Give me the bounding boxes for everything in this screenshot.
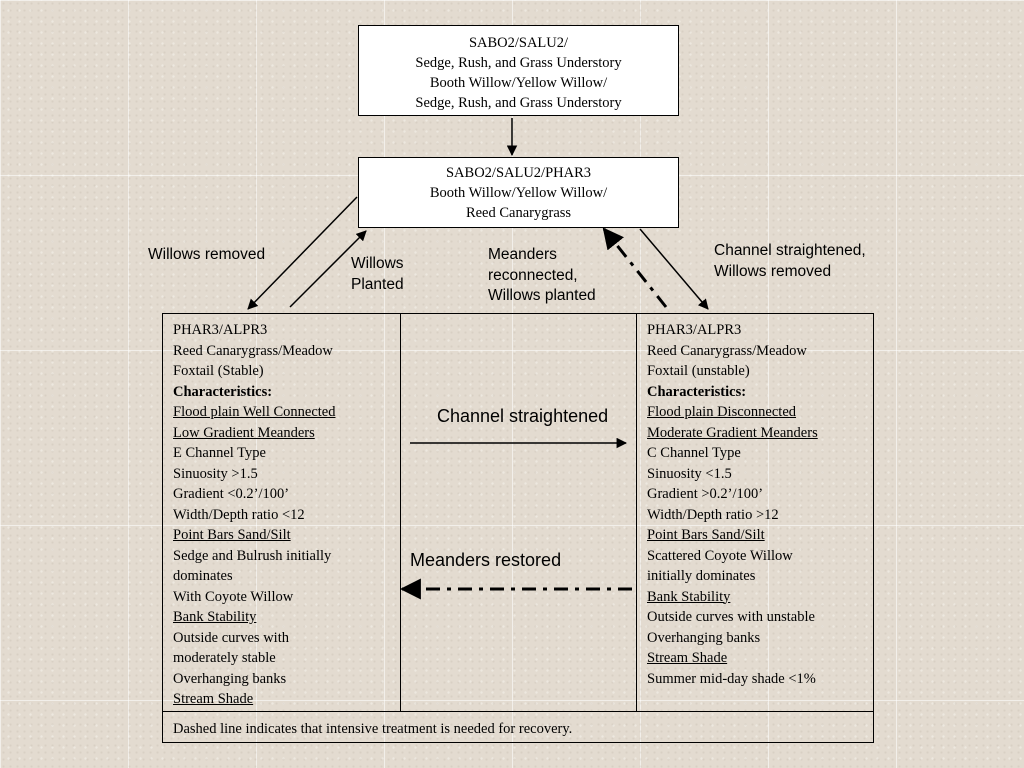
- state-characteristic-line: Sedge and Bulrush initially: [173, 547, 332, 564]
- label-channel-straightened: Channel straightened: [437, 406, 609, 426]
- label-meanders-reconnected: Meanders reconnected, Willows planted: [488, 245, 596, 307]
- state-characteristic-line: Overhanging banks: [647, 629, 761, 646]
- arrow-meanders-reconnected: [602, 227, 668, 308]
- state-characteristic-line: Flood plain Well Connected: [173, 404, 336, 420]
- label-willows-removed: Willows removed: [148, 246, 266, 263]
- state-characteristic-line: Characteristics:: [647, 383, 747, 400]
- state-characteristic-line: Moderate Gradient Meanders: [647, 424, 818, 441]
- top-box-line: Sedge, Rush, and Grass Understory: [415, 55, 622, 71]
- top-box-line: Booth Willow/Yellow Willow/: [429, 75, 608, 91]
- state-characteristic-line: C Channel Type: [647, 445, 741, 461]
- state-box-middle: SABO2/SALU2/PHAR3 Booth Willow/Yellow Wi…: [358, 157, 679, 228]
- state-characteristic-line: Bank Stability: [173, 609, 257, 625]
- state-box-top: SABO2/SALU2/ Sedge, Rush, and Grass Unde…: [358, 25, 679, 116]
- state-characteristic-line: Reed Canarygrass/Meadow: [173, 342, 333, 359]
- state-characteristic-line: Scattered Coyote Willow: [647, 547, 793, 564]
- state-characteristic-line: PHAR3/ALPR3: [173, 322, 268, 338]
- state-characteristic-line: Stream Shade: [173, 691, 254, 707]
- label-line: Channel straightened,: [714, 242, 866, 259]
- state-characteristic-line: Summer mid-day shade <1%: [647, 670, 816, 687]
- state-characteristic-line: Flood plain Disconnected: [647, 404, 797, 420]
- state-characteristic-line: moderately stable: [173, 650, 276, 666]
- state-characteristic-line: Sinuosity >1.5: [173, 465, 258, 482]
- state-characteristic-line: initially dominates: [647, 568, 756, 584]
- state-characteristic-line: With Coyote Willow: [173, 588, 294, 605]
- label-line: reconnected,: [488, 266, 578, 284]
- state-characteristic-line: Gradient >0.2’/100’: [647, 486, 764, 502]
- state-characteristic-line: Width/Depth ratio <12: [173, 506, 305, 523]
- label-meanders-restored: Meanders restored: [410, 550, 562, 570]
- top-box-line: Sedge, Rush, and Grass Understory: [415, 95, 622, 111]
- state-characteristic-line: Outside curves with unstable: [647, 609, 815, 625]
- arrow-channel-straightened-removed: [639, 228, 709, 310]
- state-characteristic-line: Stream Shade: [647, 650, 728, 666]
- label-line: Planted: [351, 275, 404, 293]
- label-line: Meanders: [488, 246, 557, 263]
- mid-box-line: Reed Canarygrass: [465, 205, 572, 221]
- label-channel-straightened-willows-removed: Channel straightened, Willows removed: [714, 241, 866, 282]
- state-characteristic-line: Characteristics:: [173, 383, 273, 400]
- state-characteristic-line: Point Bars Sand/Silt: [173, 527, 291, 543]
- table-divider: [636, 314, 637, 711]
- state-characteristic-line: Width/Depth ratio >12: [647, 506, 779, 523]
- state-characteristic-line: Bank Stability: [647, 588, 731, 605]
- state-characteristic-line: Foxtail (Stable): [173, 363, 264, 379]
- state-characteristic-line: Foxtail (unstable): [647, 363, 750, 379]
- footnote: Dashed line indicates that intensive tre…: [173, 721, 573, 737]
- label-line: Willows planted: [488, 287, 596, 304]
- state-characteristic-line: Point Bars Sand/Silt: [647, 527, 765, 543]
- state-characteristic-line: PHAR3/ALPR3: [647, 322, 742, 338]
- state-characteristic-line: E Channel Type: [173, 445, 266, 461]
- state-characteristic-line: Low Gradient Meanders: [173, 424, 315, 441]
- label-line: Willows removed: [714, 262, 832, 280]
- state-characteristic-line: Sinuosity <1.5: [647, 465, 732, 482]
- state-characteristic-line: Overhanging banks: [173, 670, 287, 687]
- label-willows-planted: Willows Planted: [351, 254, 404, 295]
- state-characteristic-line: Gradient <0.2’/100’: [173, 486, 290, 502]
- mid-box-line: SABO2/SALU2/PHAR3: [445, 165, 592, 181]
- label-line: Willows: [351, 255, 404, 272]
- state-characteristic-line: Outside curves with: [173, 629, 289, 646]
- state-characteristic-line: Reed Canarygrass/Meadow: [647, 342, 807, 359]
- state-characteristic-line: dominates: [173, 568, 233, 584]
- table-divider: [400, 314, 401, 711]
- top-box-line: SABO2/SALU2/: [468, 35, 569, 51]
- mid-box-line: Booth Willow/Yellow Willow/: [429, 185, 608, 201]
- table-footer-divider: [163, 711, 873, 712]
